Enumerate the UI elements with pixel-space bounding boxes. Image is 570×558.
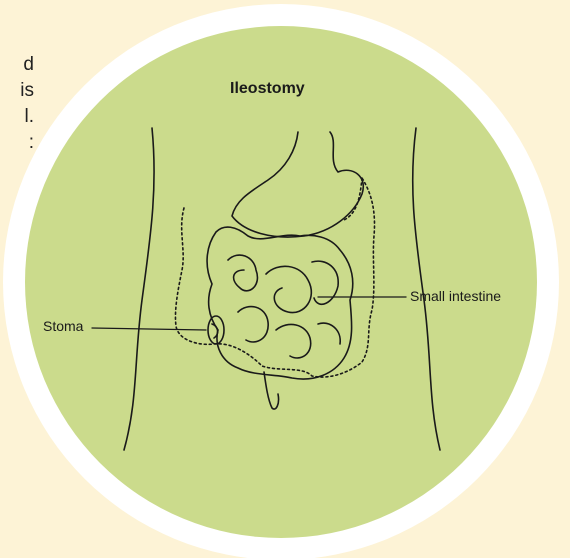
diagram-title: Ileostomy [230,80,305,98]
small-intestine-label: Small intestine [410,288,501,304]
stoma-label: Stoma [43,318,83,334]
green-circle [25,26,537,538]
